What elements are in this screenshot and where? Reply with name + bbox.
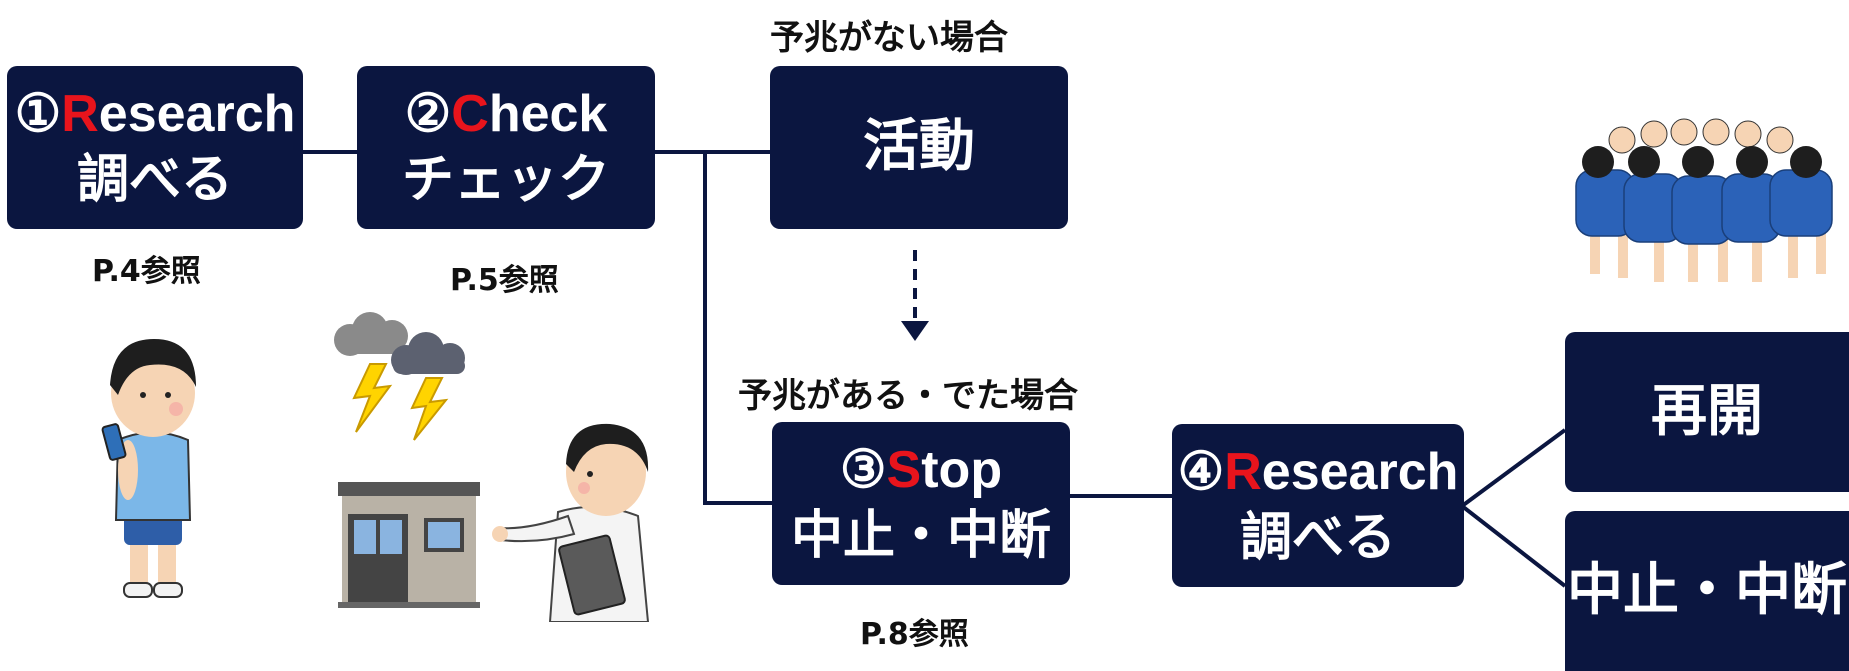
step-check-title: ②Check xyxy=(404,84,608,143)
step-research2-box: ④Research 調べる xyxy=(1172,424,1464,587)
step-research2-title: ④Research xyxy=(1177,442,1459,501)
cancel-label: 中止・中断 xyxy=(1567,557,1847,623)
resume-label: 再開 xyxy=(1651,378,1763,444)
step-research2-jp: 調べる xyxy=(1239,507,1396,568)
connector-check-stop xyxy=(703,152,772,505)
resume-box: 再開 xyxy=(1565,332,1849,492)
team-huddle-icon xyxy=(1575,118,1833,282)
arrow-head-icon xyxy=(901,321,929,341)
ref-research: P.4参照 xyxy=(92,254,201,289)
ref-stop: P.8参照 xyxy=(860,617,969,652)
condition-sign: 予兆がある・でた場合 xyxy=(738,376,1078,416)
step-research-box: ①Research 調べる xyxy=(7,66,303,229)
condition-no-sign: 予兆がない場合 xyxy=(770,18,1008,58)
step-check-jp: チェック xyxy=(401,149,610,210)
activity-box: 活動 xyxy=(770,66,1068,229)
thunderstorm-icon xyxy=(334,312,465,441)
step-stop-title: ③Stop xyxy=(839,440,1003,499)
step-research-jp: 調べる xyxy=(76,149,233,210)
connector-research-resume xyxy=(1460,428,1567,508)
ref-check: P.5参照 xyxy=(450,263,559,298)
step-stop-box: ③Stop 中止・中断 xyxy=(772,422,1070,585)
step-check-box: ②Check チェック xyxy=(357,66,655,229)
cancel-box: 中止・中断 xyxy=(1565,511,1849,671)
step-research-title: ①Research xyxy=(14,84,296,143)
guide-with-tablet-icon xyxy=(492,423,650,622)
connector-research-cancel xyxy=(1460,504,1567,588)
boy-with-smartphone-icon xyxy=(101,339,196,598)
activity-label: 活動 xyxy=(863,114,975,180)
step-stop-jp: 中止・中断 xyxy=(790,505,1051,566)
building-icon xyxy=(338,482,480,608)
